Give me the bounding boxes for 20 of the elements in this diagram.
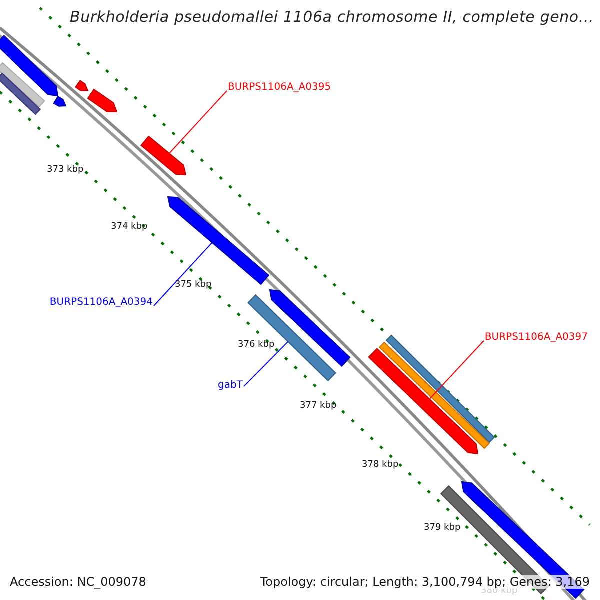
scale-label: 376 kbp (238, 340, 275, 350)
leader-line (243, 342, 288, 388)
leader-line (154, 242, 214, 306)
scale-label: 373 kbp (47, 165, 84, 175)
leader-line (168, 90, 228, 154)
gene-label: gabT (218, 380, 243, 391)
info-text: Topology: circular; Length: 3,100,794 bp; Genes: 3,169 (260, 575, 590, 589)
leader-line (428, 340, 484, 400)
gene-label: BURPS1106A_A0397 (484, 332, 588, 343)
scale-label: 380 kbp (481, 586, 518, 596)
scale-label: 374 kbp (111, 222, 148, 232)
gene-label: BURPS1106A_A0394 (50, 297, 153, 308)
gene-feature (368, 348, 479, 455)
info-text: Accession: NC_009078 (10, 575, 146, 589)
title: Burkholderia pseudomallei 1106a chromosome II, complete geno... (70, 8, 594, 26)
gene-feature (140, 136, 187, 176)
scale-label: 379 kbp (424, 523, 461, 533)
scale-label: 377 kbp (300, 401, 337, 411)
scale-label: 375 kbp (175, 280, 212, 290)
gene-label: BURPS1106A_A0395 (228, 82, 332, 93)
